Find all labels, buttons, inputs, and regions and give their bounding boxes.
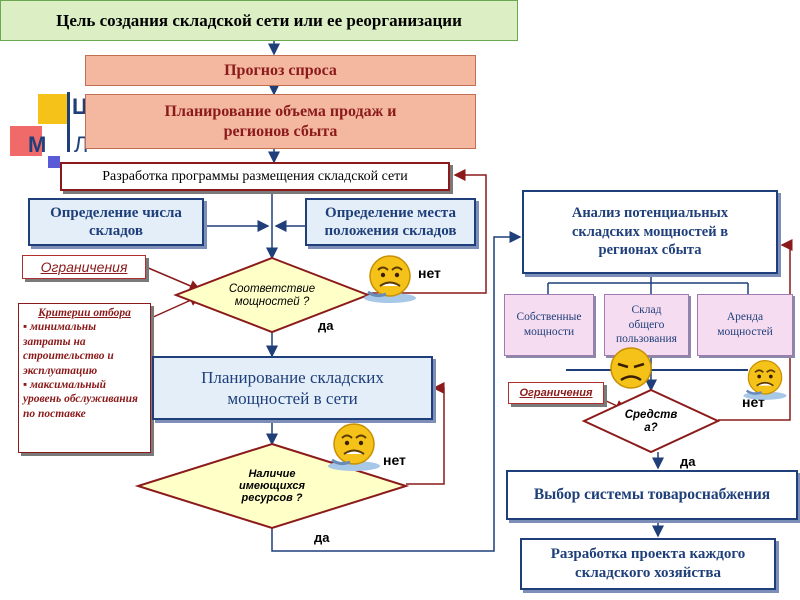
analysis-line1: Анализ потенциальных xyxy=(571,204,729,221)
funds-check-label: Средств а? xyxy=(618,406,684,438)
restrictions-left-box: Ограничения xyxy=(22,255,146,279)
sales-planning-box: Планирование объема продаж и регионов сб… xyxy=(85,94,476,149)
location-line2: положения складов xyxy=(324,223,457,239)
logo: Ц М Л xyxy=(10,92,100,172)
public-line1: Склад xyxy=(631,303,662,316)
criteria-item-1: ▪ минимальны затраты на строительство и … xyxy=(23,320,146,378)
criteria-title: Критерии отбора xyxy=(38,307,131,319)
forecast-box: Прогноз спроса xyxy=(85,55,476,86)
resources-line2: имеющихся xyxy=(239,479,305,492)
count-line1: Определение числа xyxy=(50,205,182,221)
own-capacity-box: Собственные мощности xyxy=(504,294,594,356)
own-line1: Собственные xyxy=(516,311,582,324)
yes-label-3: да xyxy=(680,454,696,469)
project-box: Разработка проекта каждого складского хо… xyxy=(520,538,776,590)
public-line2: общего xyxy=(628,318,665,331)
analysis-line2: складских мощностей в xyxy=(571,223,729,240)
funds-line2: а? xyxy=(644,422,658,434)
capacity-line2: мощностей ? xyxy=(234,296,310,308)
criteria-item-1-text: минимальны затраты на строительство и эк… xyxy=(23,321,114,377)
logo-letter-l: Л xyxy=(74,132,89,157)
storage-planning-box: Планирование складских мощностей в сети xyxy=(152,356,433,420)
program-box: Разработка программы размещения складско… xyxy=(60,162,450,191)
criteria-box: Критерии отбора ▪ минимальны затраты на … xyxy=(18,303,151,453)
arrow-no1-loop xyxy=(368,169,487,294)
logo-square-yellow xyxy=(38,94,68,124)
bullet-icon: ▪ xyxy=(23,378,30,391)
worried-smiley-icon xyxy=(364,255,416,303)
diamond-funds xyxy=(581,388,721,454)
criteria-item-2-text: максимальный уровень обслуживания по пос… xyxy=(23,378,138,420)
sad-smiley-icon xyxy=(610,347,652,389)
count-box: Определение числа складов xyxy=(28,198,204,246)
worried-smiley-icon xyxy=(328,423,380,471)
no-label-2: нет xyxy=(383,452,406,468)
sales-planning-line1: Планирование объема продаж и xyxy=(164,102,397,120)
logo-square-blue xyxy=(48,156,60,168)
criteria-item-2: ▪ максимальный уровень обслуживания по п… xyxy=(23,378,146,421)
public-line3: пользования xyxy=(616,333,677,346)
project-line2: складского хозяйства xyxy=(575,565,721,581)
capacity-line1: Соответствие xyxy=(228,282,316,295)
analysis-box: Анализ потенциальных складских мощностей… xyxy=(522,190,778,274)
public-warehouse-box: Склад общего пользования xyxy=(604,294,689,356)
yes-label-2: да xyxy=(314,530,330,545)
arrow-no2-loop xyxy=(406,382,445,485)
logo-letter-ts: Ц xyxy=(72,94,89,119)
analysis-line3: регионах сбыта xyxy=(598,242,702,259)
storage-planning-line1: Планирование складских xyxy=(201,367,384,387)
restrictions-right-box: Ограничения xyxy=(508,382,604,404)
resources-line3: ресурсов ? xyxy=(241,492,303,505)
logo-bar xyxy=(67,92,70,152)
count-line2: складов xyxy=(88,223,144,239)
logo-letter-m: М xyxy=(28,132,47,157)
supply-system-box: Выбор системы товароснабжения xyxy=(506,470,798,520)
yes-label-1: да xyxy=(318,318,334,333)
location-box: Определение места положения складов xyxy=(305,198,476,246)
own-line2: мощности xyxy=(523,326,575,338)
location-line1: Определение места xyxy=(325,205,456,221)
arrow-yes2-to-analysis xyxy=(271,231,522,552)
rent-line2: мощностей xyxy=(717,326,773,338)
rent-capacity-box: Аренда мощностей xyxy=(697,294,793,356)
storage-planning-line2: мощностей в сети xyxy=(227,389,358,408)
diamond-capacity xyxy=(173,256,371,334)
sales-planning-line2: регионов сбыта xyxy=(223,122,338,140)
rent-line1: Аренда xyxy=(726,311,764,324)
logo-square-red xyxy=(10,126,42,156)
capacity-check-label: Соответствие мощностей ? xyxy=(206,279,338,313)
title-box: Цель создания складской сети или ее реор… xyxy=(0,0,518,41)
project-line1: Разработка проекта каждого xyxy=(550,545,746,562)
resources-line1: Наличие xyxy=(248,467,296,480)
worried-smiley-icon xyxy=(743,360,787,400)
resources-check-label: Наличие имеющихся ресурсов ? xyxy=(206,463,338,509)
bullet-icon: ▪ xyxy=(23,321,30,334)
funds-line1: Средств xyxy=(624,408,678,421)
arrow-restrictions-diamond xyxy=(145,266,202,292)
no-label-1: нет xyxy=(418,265,441,281)
